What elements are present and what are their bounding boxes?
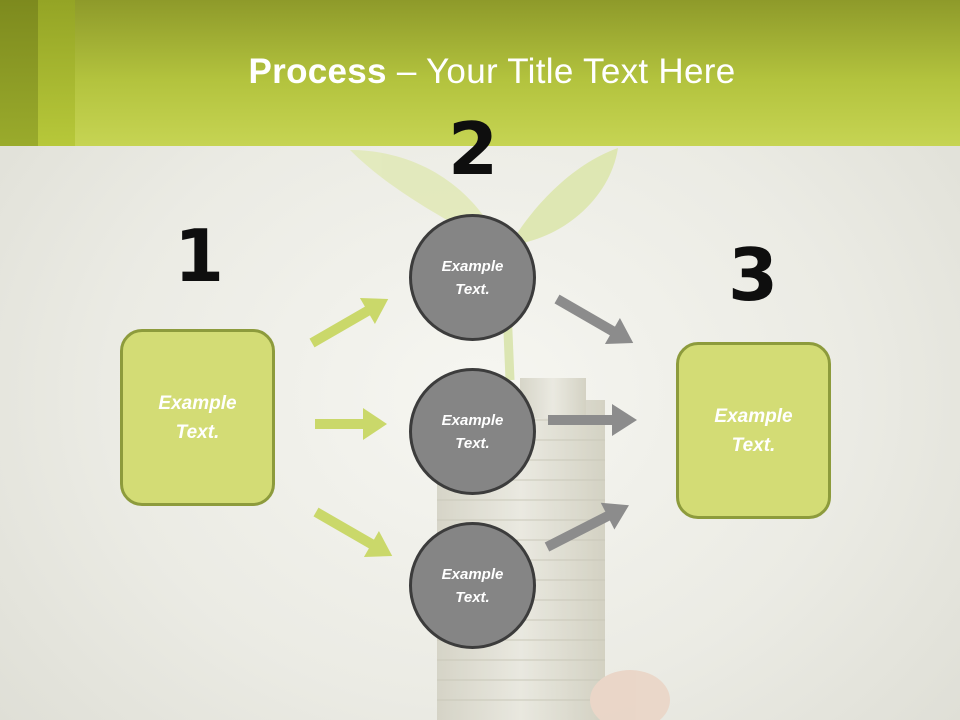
step-3-box[interactable]: Example Text. (676, 342, 831, 519)
title-bold: Process (248, 52, 387, 91)
arrow-green-up (309, 298, 389, 348)
circle-text: Example Text. (441, 257, 504, 298)
title-bar (0, 0, 960, 146)
header-accent-stripe (0, 0, 38, 146)
slide-title[interactable]: Process – Your Title Text Here (0, 52, 960, 92)
step-1-box[interactable]: Example Text. (120, 329, 275, 506)
step-3-text: Example Text. (714, 405, 793, 456)
title-rest: – Your Title Text Here (386, 52, 736, 91)
step-2-circle-top[interactable]: Example Text. (409, 214, 536, 341)
step-2-circle-middle[interactable]: Example Text. (409, 368, 536, 495)
arrow-green-down (313, 507, 393, 557)
step-1-text: Example Text. (158, 392, 237, 443)
arrow-green-right (315, 408, 387, 440)
circle-text: Example Text. (441, 411, 504, 452)
step-number-1: 1 (173, 214, 225, 298)
arrow-gray-down (554, 294, 634, 344)
arrow-gray-right (548, 404, 637, 436)
arrow-gray-up (544, 502, 629, 552)
header-accent-stripe (38, 0, 75, 146)
circle-text: Example Text. (441, 565, 504, 606)
step-number-3: 3 (727, 233, 779, 317)
step-2-circle-bottom[interactable]: Example Text. (409, 522, 536, 649)
step-number-2: 2 (447, 107, 499, 191)
